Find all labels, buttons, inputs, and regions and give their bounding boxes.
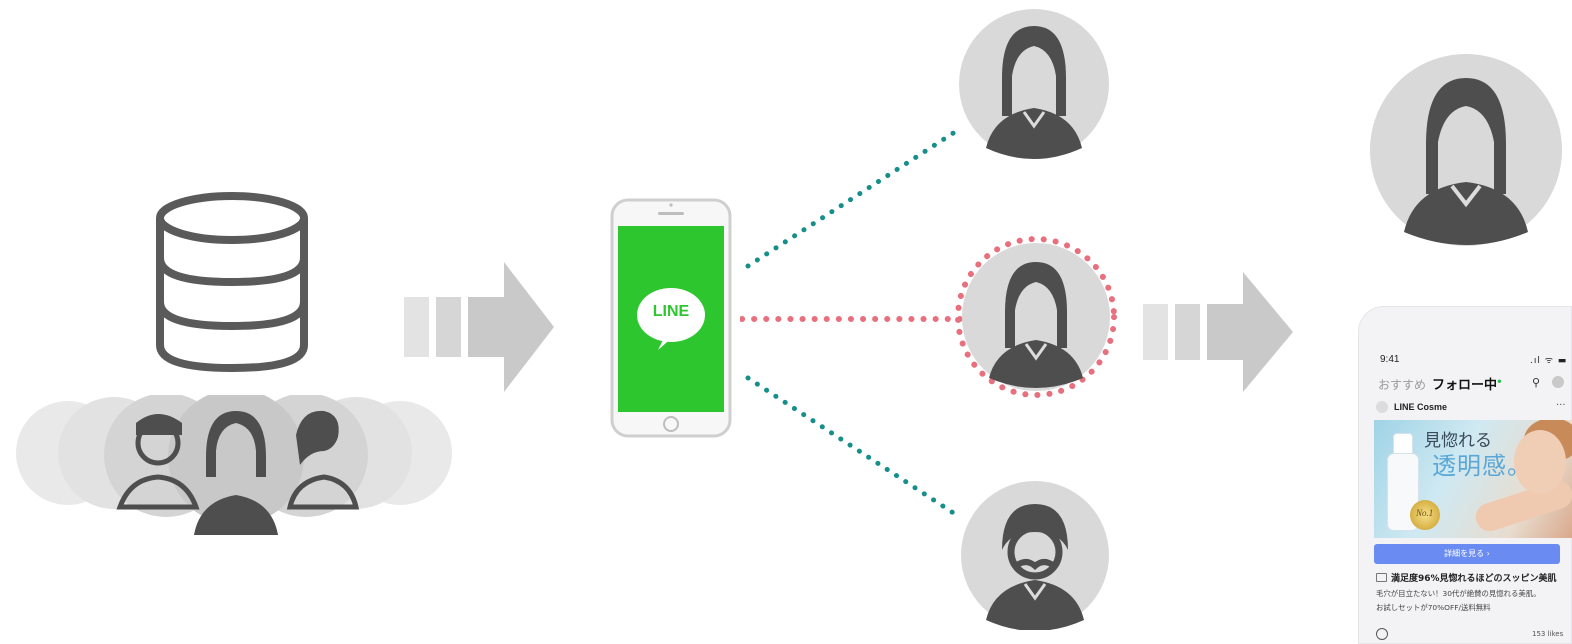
account-avatar [1376, 401, 1388, 413]
ad-tag-icon [1376, 573, 1387, 582]
person-icon [116, 414, 200, 510]
reaction-icon[interactable] [1376, 628, 1388, 640]
block-arrow-icon [404, 262, 554, 392]
more-icon[interactable]: ··· [1556, 400, 1566, 411]
line-logo-label: LINE [652, 303, 690, 320]
banner-headline-2: 透明感。 [1432, 452, 1532, 480]
avatar[interactable] [1552, 376, 1564, 388]
feed-phone-mock: 9:41 .ıl ᯤ ▬ おすすめフォロー中● ⚲ LINE Cosme ···… [1358, 306, 1572, 644]
feed-tabs: おすすめフォロー中● [1378, 374, 1502, 394]
medal-icon [1410, 500, 1440, 530]
banner-headline-1: 見惚れる [1424, 431, 1492, 451]
person-icon [1370, 54, 1562, 246]
ad-description: 毛穴が目立たない！30代が絶賛の見惚れる美肌。 お試しセットが70%OFF/送料… [1376, 587, 1541, 615]
account-row[interactable]: LINE Cosme [1376, 401, 1447, 413]
tab-recommended[interactable]: おすすめ [1378, 378, 1427, 392]
status-time: 9:41 [1380, 354, 1400, 365]
details-button[interactable]: 詳細を見る › [1374, 544, 1560, 564]
ad-headline: 満足度96%見惚れるほどのスッピン美肌 [1376, 571, 1557, 584]
person-icon [959, 9, 1109, 159]
status-icons: .ıl ᯤ ▬ [1530, 356, 1568, 366]
customer-crowd [16, 395, 452, 535]
account-name: LINE Cosme [1394, 402, 1448, 412]
database-icon [156, 192, 308, 373]
highlight-ring [955, 236, 1117, 398]
medal-text: No.1 [1416, 508, 1434, 518]
new-dot-icon: ● [1497, 376, 1502, 386]
teal-dotted-line [745, 375, 961, 519]
ad-headline-text: 満足度96%見惚れるほどのスッピン美肌 [1391, 574, 1557, 584]
teal-dotted-line [745, 127, 961, 269]
ad-description-line: お試しセットが70%OFF/送料無料 [1376, 603, 1491, 612]
ad-banner-image[interactable]: No.1 見惚れる 透明感。 [1374, 420, 1572, 538]
search-icon[interactable]: ⚲ [1532, 376, 1541, 389]
banner-model-face [1514, 430, 1566, 494]
smartphone-icon [610, 198, 732, 438]
person-icon [955, 236, 1117, 398]
dotted-connectors [740, 127, 965, 519]
person-icon [286, 410, 360, 510]
bottle-cap [1394, 434, 1412, 458]
tab-following-label: フォロー中 [1432, 377, 1498, 392]
person-icon [194, 411, 278, 535]
block-arrow-icon [1143, 272, 1293, 392]
likes-count: 153 likes [1532, 630, 1564, 638]
ad-description-line: 毛穴が目立たない！30代が絶賛の見惚れる美肌。 [1376, 589, 1541, 598]
tab-following[interactable]: フォロー中● [1432, 377, 1502, 392]
person-icon [961, 481, 1109, 630]
line-logo-icon [637, 288, 705, 350]
